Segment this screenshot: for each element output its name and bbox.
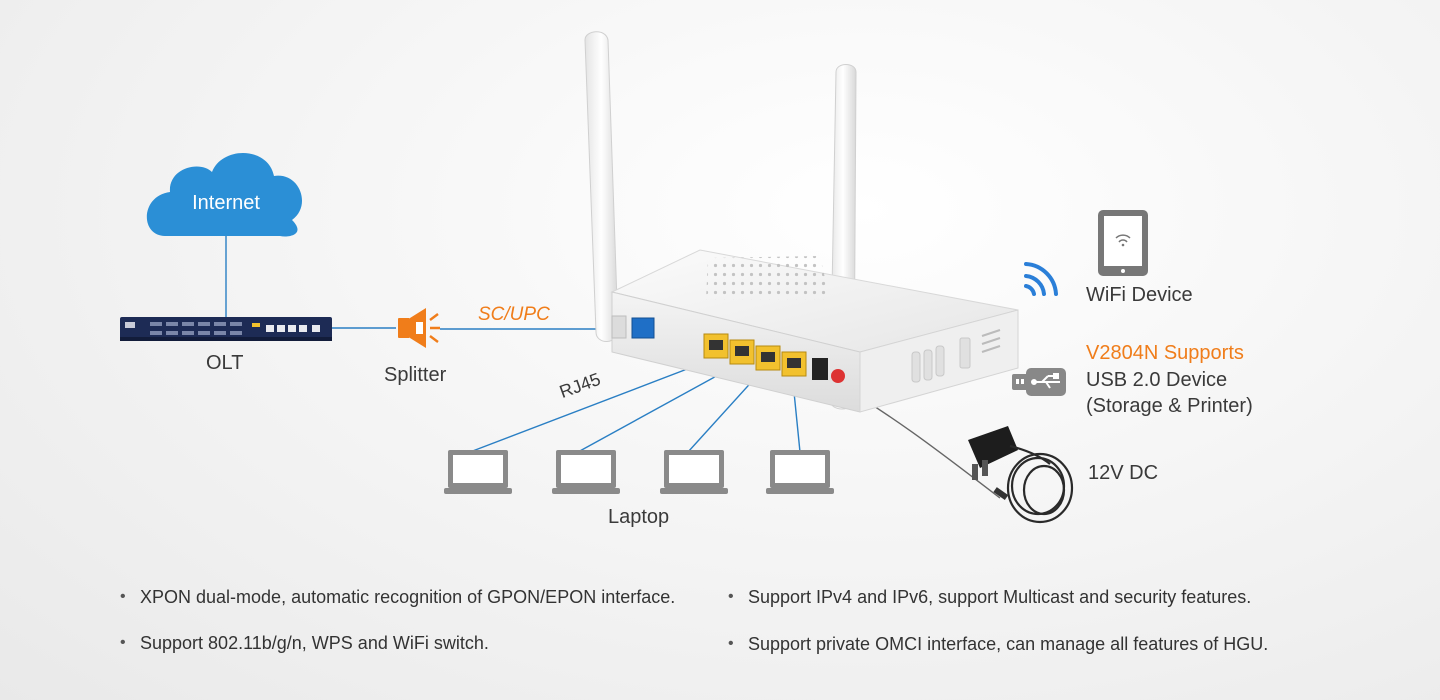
wifi-signal-icon <box>1024 262 1058 296</box>
splitter-icon <box>398 308 440 348</box>
usb-icon <box>1012 368 1066 396</box>
usb-support-line1: USB 2.0 Device <box>1086 369 1228 391</box>
lan-line-1 <box>469 357 717 453</box>
features-left: XPON dual-mode, automatic recognition of… <box>118 585 675 677</box>
cloud-icon <box>146 152 303 237</box>
laptop-label: Laptop <box>608 506 670 528</box>
diagram-svg <box>120 31 1148 524</box>
wifi-device-label: WiFi Device <box>1086 284 1193 306</box>
usb-support-title: V2804N Supports <box>1086 342 1244 364</box>
olt-label: OLT <box>206 352 244 374</box>
power-adapter-icon <box>968 426 1074 524</box>
feature-item: Support IPv4 and IPv6, support Multicast… <box>726 585 1268 609</box>
laptop-icon <box>444 450 834 494</box>
network-diagram: Internet OLT Splitter SC/UPC RJ45 Laptop… <box>120 31 1253 528</box>
scupc-label: SC/UPC <box>478 304 550 325</box>
feature-item: XPON dual-mode, automatic recognition of… <box>118 585 675 609</box>
internet-label: Internet <box>192 192 260 214</box>
usb-support-line2: (Storage & Printer) <box>1086 395 1253 417</box>
router-icon <box>610 249 1019 413</box>
tablet-icon <box>1098 210 1148 276</box>
feature-item: Support private OMCI interface, can mana… <box>726 632 1268 656</box>
olt-device-icon <box>120 317 332 341</box>
features-right: Support IPv4 and IPv6, support Multicast… <box>726 585 1268 679</box>
power-label: 12V DC <box>1088 462 1159 484</box>
feature-item: Support 802.11b/g/n, WPS and WiFi switch… <box>118 631 675 655</box>
splitter-label: Splitter <box>384 364 447 386</box>
